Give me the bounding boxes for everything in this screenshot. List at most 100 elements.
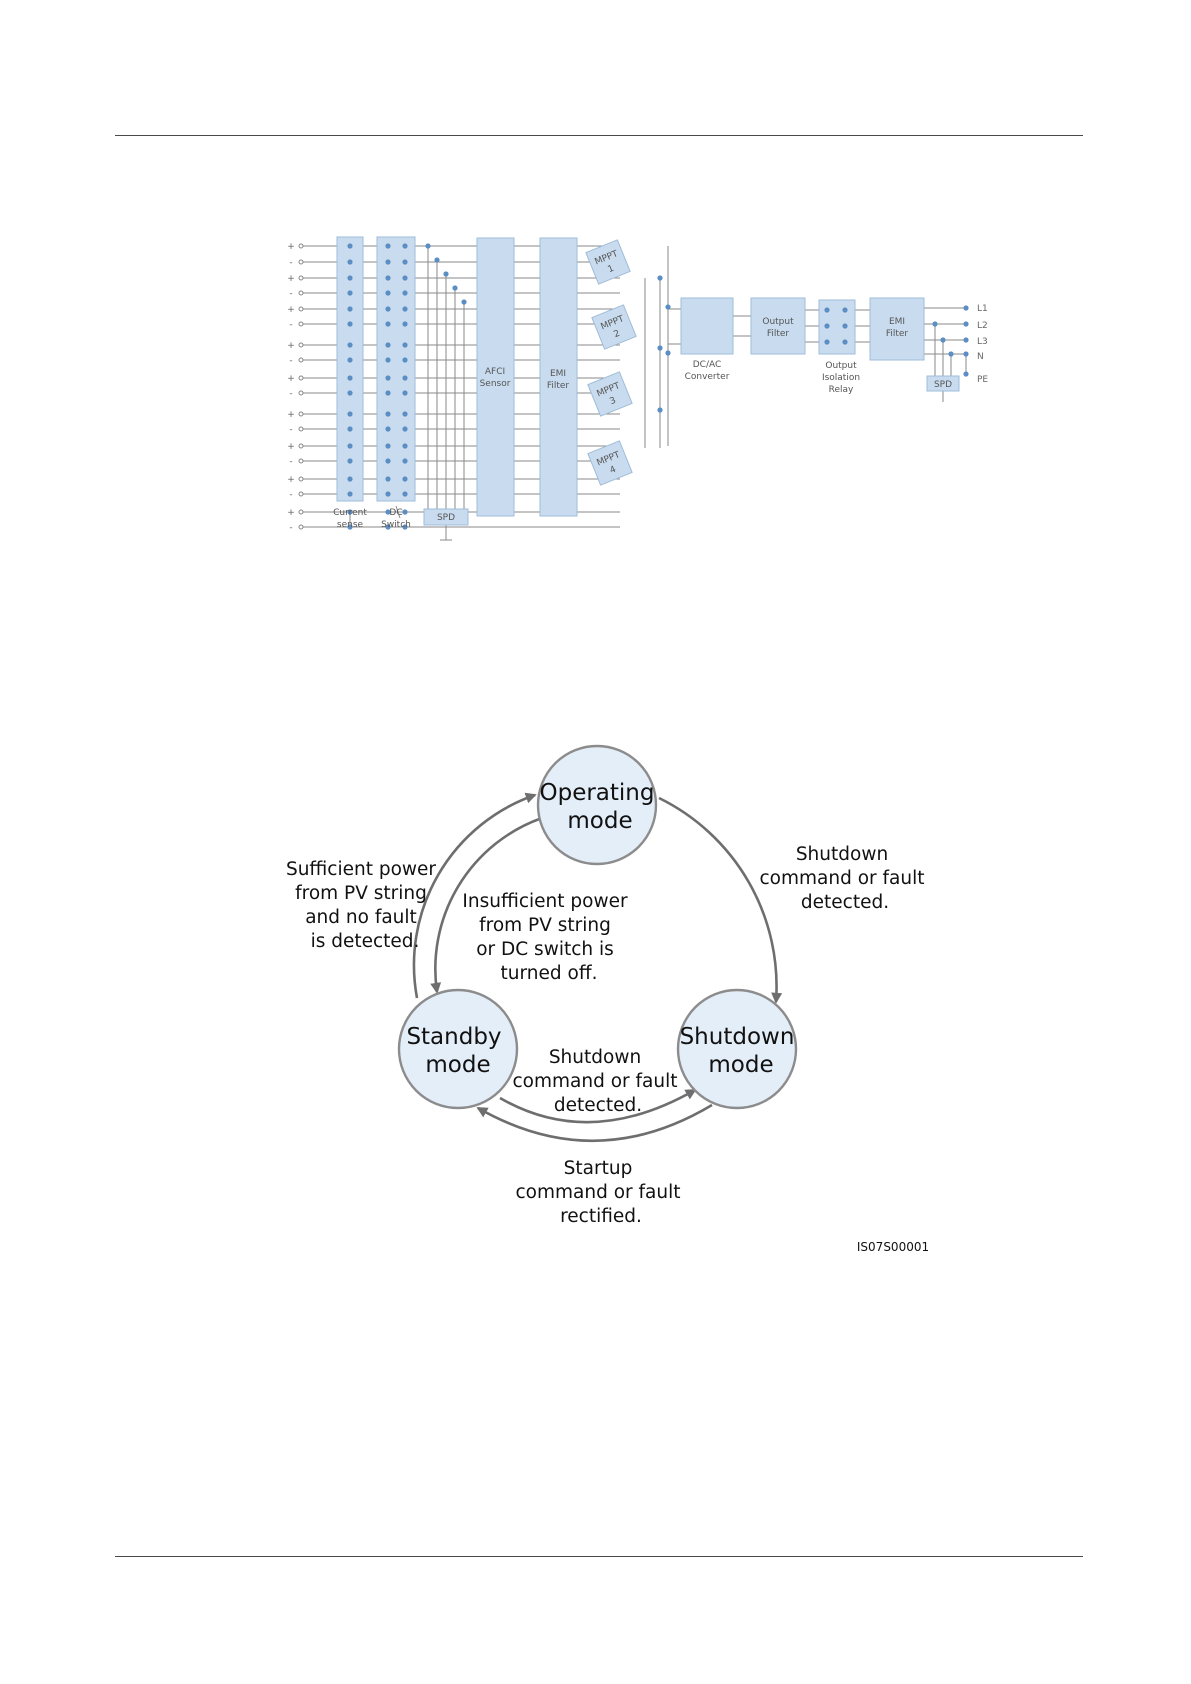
input-polarity-label: - [289,389,292,399]
junction-dot [385,411,391,417]
header-rule [115,135,1083,136]
junction-dot [347,321,353,327]
junction-dot [347,375,353,381]
junction-dot [385,476,391,482]
junction-dots [298,243,969,530]
input-polarity-label: + [287,442,295,452]
junction-dot [385,306,391,312]
junction-dot [402,524,408,530]
input-polarity-label: - [289,258,292,268]
arrow-operating-to-standby [430,816,543,994]
svg-text:detected.: detected. [801,892,889,913]
output-filter-label-2: Filter [767,329,790,339]
junction-dot [940,337,946,343]
svg-text:Shutdown: Shutdown [549,1047,641,1068]
input-terminal [298,390,304,396]
svg-text:detected.: detected. [554,1095,642,1116]
junction-dot [347,259,353,265]
state-shutdown-line2: mode [708,1052,773,1078]
input-polarity-label: + [287,341,295,351]
svg-text:command or fault: command or fault [760,868,925,889]
junction-dot [347,411,353,417]
emi-dc-label-2: Filter [547,381,570,391]
input-terminal [298,306,304,312]
junction-dot [385,290,391,296]
svg-text:Sufficient power: Sufficient power [286,859,436,880]
junction-dot [347,342,353,348]
emi-dc-label-1: EMI [550,369,566,379]
input-polarity-label: - [289,356,292,366]
emi-filter-dc-block [539,237,578,517]
junction-dot [452,285,458,291]
junction-dot [402,458,408,464]
junction-dot [347,426,353,432]
output-terminal-pe: PE [977,375,988,385]
mppt-3-label-2: 3 [608,396,617,407]
junction-dot [948,351,954,357]
switch-blade [395,505,401,519]
junction-dot [347,290,353,296]
junction-dot [347,476,353,482]
current-sense-block [336,236,364,502]
junction-dot [824,323,830,329]
junction-dot [385,375,391,381]
input-polarity-label: - [289,425,292,435]
junction-dot [385,390,391,396]
junction-dot [402,375,408,381]
mppt-1-label-2: 1 [606,264,615,275]
junction-dot [402,342,408,348]
junction-dot [402,290,408,296]
footer-rule [115,1556,1083,1557]
output-terminal-n: N [977,352,984,362]
junction-dot [347,306,353,312]
junction-dot [347,357,353,363]
junction-dot [347,524,353,530]
junction-dot [347,491,353,497]
state-operating-line2: mode [567,808,632,834]
junction-dot [425,243,431,249]
state-operating-line1: Operating [540,780,655,806]
junction-dot [402,275,408,281]
relay-label-2: Isolation [822,373,860,383]
mppt-3-shape [587,371,633,417]
svg-text:Insufficient power: Insufficient power [462,891,628,912]
junction-dot [347,443,353,449]
svg-text:Startup: Startup [564,1158,633,1179]
junction-dot [842,339,848,345]
input-polarity-label: + [287,305,295,315]
svg-text:rectified.: rectified. [560,1206,642,1227]
arrow-operating-to-shutdown [658,796,783,1004]
afci-label-1: AFCI [485,367,505,377]
svg-text:is detected.: is detected. [311,931,420,952]
junction-dot [824,339,830,345]
junction-dot [963,321,969,327]
junction-dot [402,321,408,327]
svg-text:or DC switch is: or DC switch is [476,939,614,960]
junction-dot [963,337,969,343]
spd-dc-block [423,508,469,526]
junction-dot [347,275,353,281]
svg-text:from PV string: from PV string [479,915,611,936]
junction-dot [402,306,408,312]
cond-operating-to-shutdown: Shutdown command or fault detected. [760,844,925,913]
junction-dot [665,304,671,310]
cond-standby-to-shutdown: Shutdown command or fault detected. [513,1047,678,1116]
current-sense-label-1: Current [333,508,367,518]
junction-dot [385,321,391,327]
input-terminal [298,509,304,515]
junction-dot [963,371,969,377]
junction-dot [657,407,663,413]
input-polarity-label: + [287,374,295,384]
junction-dot [963,305,969,311]
input-terminal [298,357,304,363]
junction-dot [402,426,408,432]
output-terminal-l1: L1 [977,304,988,314]
cond-standby-to-operating: Sufficient power from PV string and no f… [286,859,436,952]
input-terminal [298,524,304,530]
input-terminal [298,491,304,497]
